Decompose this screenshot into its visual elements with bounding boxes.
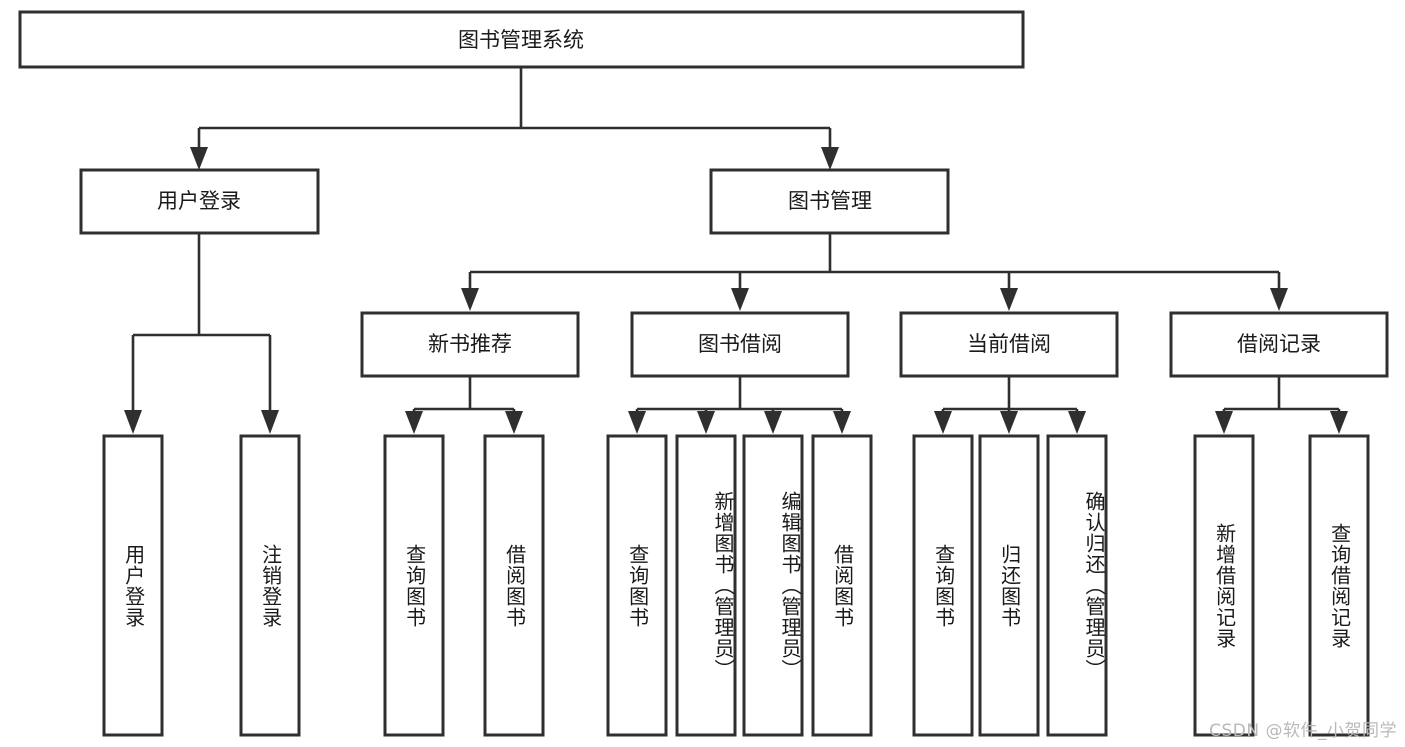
node-leaf-confirm-return-admin-box[interactable]	[1046, 434, 1108, 737]
node-leaf-query-book-a-box[interactable]	[383, 434, 445, 737]
node-borrow-record-label: 借阅记录	[1237, 332, 1321, 356]
node-leaf-borrow-book-a-box[interactable]	[483, 434, 545, 737]
node-leaf-query-book-b-box[interactable]	[606, 434, 668, 737]
arrow-root-to-user-login	[190, 147, 208, 170]
arrow-bookmanage-to-current-borrow	[1000, 288, 1018, 311]
edge-newbook-bus	[412, 376, 516, 416]
node-book-manage[interactable]: 图书管理	[709, 168, 950, 235]
node-leaf-edit-book-admin-box[interactable]	[742, 434, 804, 737]
arrow-bookborrow-to-add-book	[697, 411, 715, 434]
node-leaf-add-book-admin-box[interactable]	[675, 434, 737, 737]
arrow-newbook-to-query-book	[405, 411, 423, 434]
edge-bookborrow-bus	[635, 376, 844, 416]
node-leaf-add-borrow-record-box[interactable]	[1193, 434, 1255, 737]
edge-userlogin-bus	[131, 233, 272, 414]
arrow-bookmanage-to-borrow-record	[1270, 288, 1288, 311]
arrow-userlogin-to-leaf1	[124, 410, 142, 434]
node-book-manage-box[interactable]	[709, 168, 950, 235]
node-user-login[interactable]: 用户登录	[79, 168, 320, 235]
arrow-bookborrow-to-query-book	[628, 411, 646, 434]
node-user-login-label: 用户登录	[157, 189, 241, 213]
arrow-bookmanage-to-new-book	[461, 288, 479, 311]
node-user-login-box[interactable]	[79, 168, 320, 235]
edge-root-bus	[197, 67, 832, 152]
node-leaf-logout-box[interactable]	[239, 434, 301, 737]
node-leaf-query-book-c-box[interactable]	[912, 434, 974, 737]
arrow-bookborrow-to-borrow-book	[833, 411, 851, 434]
arrow-currentborrow-to-confirm-return	[1068, 411, 1086, 434]
node-leaf-borrow-book-b-box[interactable]	[811, 434, 873, 737]
node-leaf-user-login-box[interactable]	[102, 434, 164, 737]
arrow-currentborrow-to-return-book	[1000, 411, 1018, 434]
node-current-borrow[interactable]: 当前借阅	[899, 311, 1119, 378]
node-new-book-recommend[interactable]: 新书推荐	[360, 311, 580, 378]
arrow-borrowrecord-to-query-record	[1330, 411, 1348, 434]
arrow-userlogin-to-leaf2	[261, 410, 279, 434]
arrow-root-to-book-manage	[821, 147, 839, 170]
node-leaf-query-borrow-record-box[interactable]	[1308, 434, 1370, 737]
connector-layer	[124, 67, 1348, 434]
arrow-bookborrow-to-edit-book	[764, 411, 782, 434]
node-leaf-return-book-box[interactable]	[978, 434, 1040, 737]
arrow-bookmanage-to-book-borrow	[731, 288, 749, 311]
node-current-borrow-box[interactable]	[899, 311, 1119, 378]
node-new-book-recommend-box[interactable]	[360, 311, 580, 378]
node-borrow-record-box[interactable]	[1169, 311, 1389, 378]
node-root-box[interactable]	[18, 10, 1025, 69]
node-book-borrow[interactable]: 图书借阅	[630, 311, 850, 378]
node-borrow-record[interactable]: 借阅记录	[1169, 311, 1389, 378]
arrow-newbook-to-borrow-book	[505, 411, 523, 434]
node-book-manage-label: 图书管理	[788, 189, 872, 213]
node-root[interactable]: 图书管理系统	[18, 10, 1025, 69]
node-book-borrow-box[interactable]	[630, 311, 850, 378]
edge-borrowrecord-bus	[1222, 376, 1341, 416]
edge-bookmanage-bus	[468, 233, 1281, 292]
node-book-borrow-label: 图书借阅	[698, 332, 782, 356]
arrow-currentborrow-to-query-book	[934, 411, 952, 434]
node-root-label: 图书管理系统	[458, 28, 584, 52]
edge-currentborrow-bus	[941, 376, 1079, 416]
arrow-borrowrecord-to-add-record	[1215, 411, 1233, 434]
csdn-watermark: CSDN @软件_小贺同学	[1209, 721, 1397, 741]
node-current-borrow-label: 当前借阅	[967, 332, 1051, 356]
node-new-book-recommend-label: 新书推荐	[428, 332, 512, 356]
